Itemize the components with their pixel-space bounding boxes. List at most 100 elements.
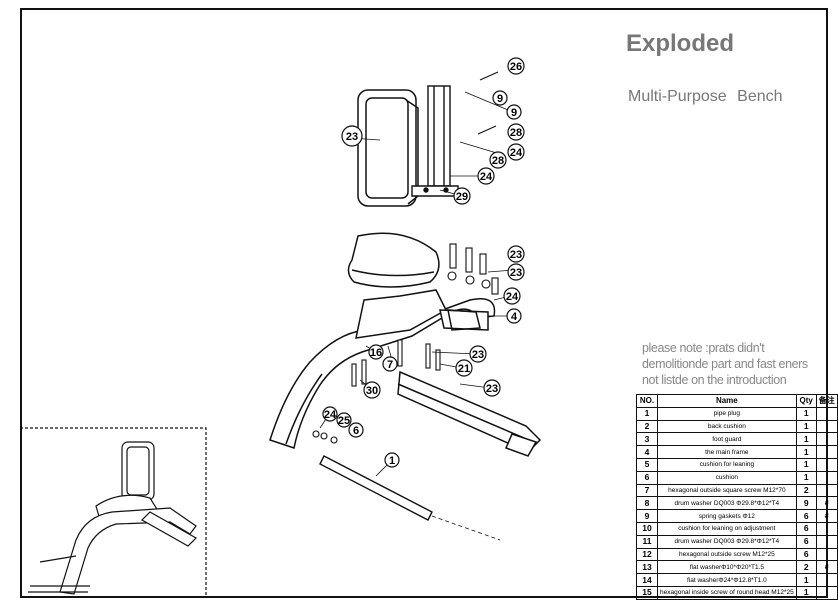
part-number: 14 (636, 573, 658, 587)
part-name: cushion (657, 470, 797, 485)
svg-text:9: 9 (511, 107, 517, 119)
part-name: cushion for leaning on adjustment (657, 521, 797, 536)
part-number: 6 (636, 470, 658, 485)
part-qty: 1 (795, 470, 817, 485)
callout: 25 (336, 412, 352, 428)
part-name: spring gaskets Φ12 (657, 509, 797, 523)
svg-text:25: 25 (338, 415, 350, 427)
part-remark (815, 457, 838, 472)
part-number: 12 (636, 547, 658, 562)
callout: 24 (503, 287, 521, 305)
part-number: 11 (636, 534, 658, 549)
svg-text:23: 23 (486, 383, 498, 395)
column-header-no: NO. (636, 394, 658, 408)
svg-text:28: 28 (510, 127, 522, 139)
part-remark (815, 585, 838, 600)
callout: 30 (363, 381, 381, 399)
svg-text:21: 21 (458, 363, 470, 375)
callout: 28 (489, 151, 507, 169)
part-remark (815, 573, 838, 587)
svg-text:28: 28 (492, 155, 504, 167)
part-remark (815, 521, 838, 536)
part-name: drum washer DQ003 Φ29.8*Φ12*T4 (657, 534, 797, 549)
callout: 9 (506, 104, 522, 120)
part-qty: 6 (795, 534, 817, 549)
part-name: hexagonal outside screw M12*25 (657, 547, 797, 562)
part-qty: 1 (795, 419, 817, 434)
part-qty: 2 (795, 560, 817, 575)
callout: 24 (507, 143, 525, 161)
part-number: 10 (636, 521, 658, 536)
svg-text:6: 6 (353, 425, 359, 437)
part-number: 15 (636, 585, 658, 600)
part-number: 7 (636, 483, 658, 498)
drawing-title: Exploded (626, 30, 735, 57)
part-remark (815, 483, 838, 498)
part-name: the main frame (657, 445, 797, 459)
part-name: drum washer DQ003 Φ29.8*Φ12*T4 (657, 496, 797, 511)
callout-bubbles: 26 9 9 28 28 24 24 29 23 23 23 24 4 23 2… (322, 57, 525, 468)
parts-table-header: NO. Name Qty 备注 (636, 394, 838, 408)
svg-text:26: 26 (510, 61, 522, 73)
part-name: hexagonal inside screw of round head M12… (657, 585, 797, 600)
part-remark (815, 534, 838, 549)
callout: 28 (507, 123, 525, 141)
part-number: 2 (636, 419, 658, 434)
part-number: 5 (636, 457, 658, 472)
part-qty: 6 (795, 547, 817, 562)
part-name: flat washerΦ10*Φ20*T1.5 (657, 560, 797, 575)
svg-text:4: 4 (511, 311, 518, 323)
part-qty: 1 (795, 573, 817, 587)
svg-text:23: 23 (510, 267, 522, 279)
part-qty: 9 (795, 496, 817, 511)
part-remark (815, 547, 838, 562)
svg-text:7: 7 (387, 359, 393, 371)
part-name: flat washerΦ24*Φ12.8*T1.0 (657, 573, 797, 587)
svg-text:30: 30 (366, 385, 378, 397)
column-header-name: Name (657, 394, 797, 408)
part-remark (815, 432, 838, 447)
part-name: hexagonal outside square screw M12*70 (657, 483, 797, 498)
upright-post-part (411, 85, 459, 197)
callout: 23 (507, 263, 525, 281)
drawing-border (20, 8, 828, 598)
part-qty: 6 (795, 521, 817, 536)
svg-text:23: 23 (472, 349, 484, 361)
assembled-preview (20, 427, 207, 598)
fasteners (312, 71, 499, 444)
callout: 21 (455, 359, 473, 377)
drawing-subtitle: Multi-Purpose Bench (628, 88, 783, 105)
svg-text:29: 29 (456, 191, 468, 203)
back-cushion-part (357, 89, 419, 207)
svg-text:24: 24 (510, 147, 523, 159)
part-remark (815, 406, 838, 421)
part-name: cushion for leaning (657, 457, 797, 472)
main-frame-part (269, 289, 496, 449)
pipe-part (319, 455, 501, 541)
svg-text:24: 24 (506, 291, 519, 303)
part-remark (815, 445, 838, 459)
callout: 23 (469, 345, 487, 363)
part-remark: # (815, 560, 838, 575)
callout: 24 (322, 406, 338, 422)
svg-text:1: 1 (389, 455, 395, 467)
callout: 23 (341, 125, 363, 147)
svg-text:9: 9 (497, 93, 503, 105)
callout: 4 (506, 308, 522, 324)
column-header-remark: 备注 (815, 394, 838, 408)
part-qty: 6 (795, 509, 817, 523)
